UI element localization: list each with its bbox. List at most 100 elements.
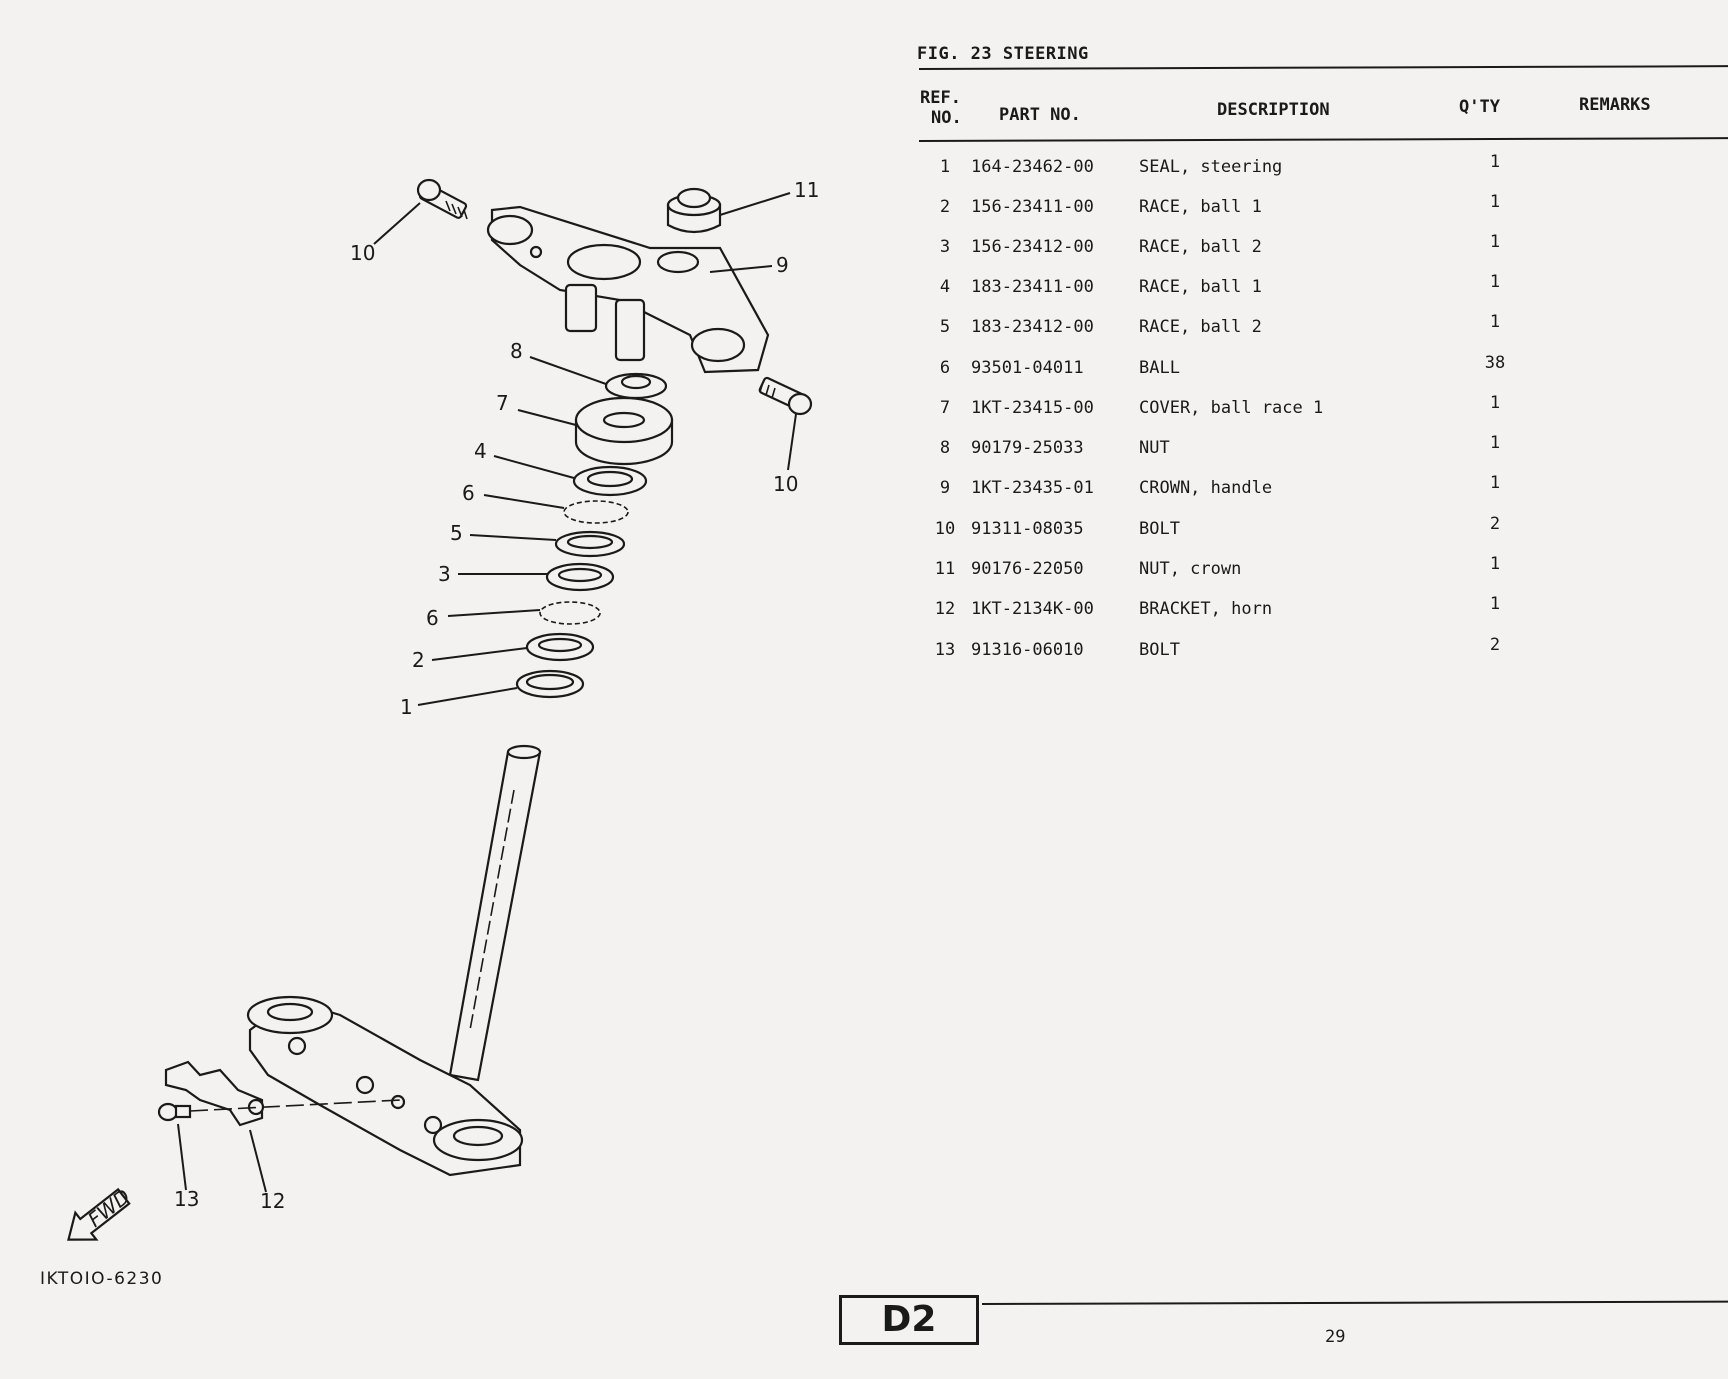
cover-7 [574,396,674,466]
description-cell: CROWN, handle [1139,478,1273,498]
leader-1 [417,687,518,706]
bolt-10-right [758,376,813,416]
description-cell: BRACKET, horn [1139,599,1273,619]
description-cell: RACE, ball 1 [1139,197,1262,217]
label-7: 7 [496,391,509,415]
part-no-cell: 90179-25033 [971,438,1084,458]
qty-cell: 1 [1489,473,1501,493]
qty-cell: 2 [1489,514,1501,534]
table-row: 4 183-23411-00 RACE, ball 1 1 [0,272,1728,307]
table-row: 11 90176-22050 NUT, crown 1 [0,554,1728,589]
ref-cell: 11 [934,559,956,579]
part-no-cell: 91311-08035 [971,519,1084,539]
header-ref-line1: REF. [920,88,961,108]
footer-rule [981,1300,1728,1305]
table-row: 6 93501-04011 BALL 38 [0,353,1728,388]
ref-cell: 3 [939,237,951,257]
part-no-cell: 183-23411-00 [971,277,1094,297]
label-4: 4 [474,439,487,463]
exploded-parts-diagram: FWD 10 11 9 8 7 10 4 6 5 3 6 2 1 13 12 I… [40,178,819,1289]
ref-cell: 7 [939,398,951,418]
description-cell: RACE, ball 1 [1139,277,1262,297]
qty-cell: 38 [1484,353,1506,373]
part-no-cell: 93501-04011 [971,358,1084,378]
race-3 [545,562,615,592]
qty-cell: 1 [1489,594,1501,614]
header-remarks: REMARKS [1579,95,1651,115]
header-qty: Q'TY [1459,97,1500,117]
description-cell: COVER, ball race 1 [1139,398,1324,418]
bolt-13 [157,1102,192,1122]
ref-cell: 10 [934,519,956,539]
fwd-arrow-icon: FWD [67,1184,135,1241]
under-bracket [246,995,524,1177]
leader-7 [517,409,577,426]
leader-8 [529,356,607,385]
balls-6-lower [539,601,601,625]
qty-cell: 1 [1489,152,1501,172]
part-no-cell: 156-23411-00 [971,197,1094,217]
seal-1 [515,669,585,699]
table-top-rule [918,65,1728,70]
assembly-line-13 [189,1099,401,1112]
balls-6-upper [563,500,629,524]
part-no-cell: 164-23462-00 [971,157,1094,177]
leader-4 [493,455,575,479]
description-cell: SEAL, steering [1139,157,1283,177]
part-no-cell: 91316-06010 [971,640,1084,660]
header-description: DESCRIPTION [1217,100,1330,120]
table-row: 1 164-23462-00 SEAL, steering 1 [0,152,1728,187]
header-part-no: PART NO. [999,105,1081,125]
table-row: 10 91311-08035 BOLT 2 [0,514,1728,549]
description-cell: BOLT [1139,640,1180,660]
table-row: 2 156-23411-00 RACE, ball 1 1 [0,192,1728,227]
leader-10b [787,413,797,471]
qty-cell: 1 [1489,554,1501,574]
leader-6a [483,494,565,509]
figure-title: FIG. 23 STEERING [917,44,1089,64]
qty-cell: 2 [1489,635,1501,655]
leader-10a [373,202,421,245]
race-4 [572,465,648,497]
ref-cell: 4 [939,277,951,297]
page-number: 29 [1325,1327,1346,1347]
label-11: 11 [794,178,819,202]
table-row: 8 90179-25033 NUT 1 [0,433,1728,468]
leader-5 [469,534,557,541]
table-row: 9 1KT-23435-01 CROWN, handle 1 [0,473,1728,508]
handle-crown-9 [486,205,770,374]
label-5: 5 [450,521,463,545]
description-cell: NUT, crown [1139,559,1242,579]
label-3: 3 [438,562,451,586]
ref-cell: 2 [939,197,951,217]
header-bottom-rule [918,137,1728,142]
qty-cell: 1 [1489,232,1501,252]
leader-9 [709,265,773,273]
part-no-cell: 90176-22050 [971,559,1084,579]
label-12: 12 [260,1189,285,1213]
description-cell: NUT [1139,438,1170,458]
race-2 [525,632,595,662]
leader-12 [249,1129,267,1193]
qty-cell: 1 [1489,272,1501,292]
crown-nut-11 [666,187,722,234]
label-6-lower: 6 [426,606,439,630]
leader-13 [177,1123,187,1191]
label-9: 9 [776,253,789,277]
qty-cell: 1 [1489,312,1501,332]
leader-11 [719,192,791,216]
part-no-cell: 1KT-23435-01 [971,478,1094,498]
table-row: 3 156-23412-00 RACE, ball 2 1 [0,232,1728,267]
table-row: 5 183-23412-00 RACE, ball 2 1 [0,312,1728,347]
ref-cell: 12 [934,599,956,619]
part-no-cell: 156-23412-00 [971,237,1094,257]
table-row: 7 1KT-23415-00 COVER, ball race 1 1 [0,393,1728,428]
label-2: 2 [412,648,425,672]
leader-2 [431,647,528,661]
description-cell: RACE, ball 2 [1139,237,1262,257]
ref-cell: 13 [934,640,956,660]
ref-cell: 6 [939,358,951,378]
label-1: 1 [400,695,413,719]
part-no-cell: 1KT-2134K-00 [971,599,1094,619]
table-row: 12 1KT-2134K-00 BRACKET, horn 1 [0,594,1728,629]
